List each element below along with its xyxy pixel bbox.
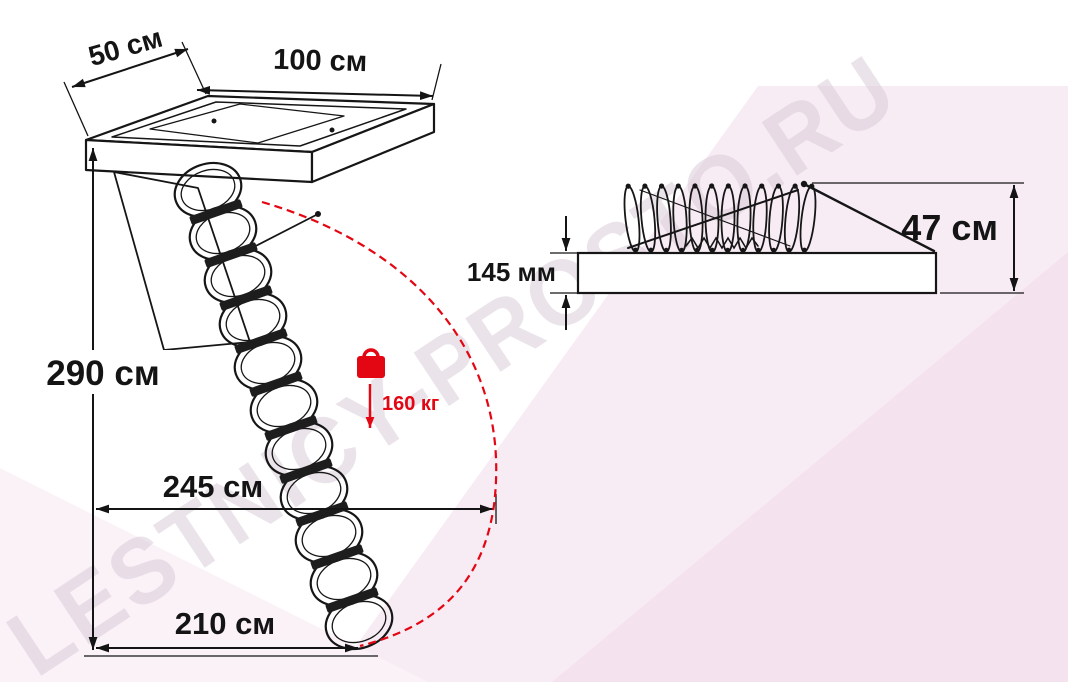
height-label: 290 см: [46, 354, 159, 393]
weight-handle: [362, 348, 380, 358]
tension-spring: [685, 236, 759, 250]
hatch-box: [84, 94, 436, 184]
dimension-box-thickness: 145 мм: [467, 216, 578, 330]
dimension-folded-height: 47 см: [812, 182, 1024, 294]
bg-facet-bottom-right: [552, 252, 1068, 682]
dimension-width: 100 см: [196, 44, 442, 101]
width-label: 100 см: [273, 44, 368, 78]
dimension-height: 290 см: [30, 148, 176, 650]
extension-line: [63, 81, 89, 137]
load-annotation: 160 кг: [261, 200, 498, 648]
fold-arm-pivot: [800, 180, 808, 188]
extension-line: [431, 63, 442, 101]
dimension-line: [71, 48, 189, 88]
hatch-box-side-view: [576, 251, 938, 295]
footprint-label: 210 см: [175, 606, 276, 641]
dimension-line: [196, 85, 434, 101]
swing-arc: [261, 200, 498, 648]
dimensions-side: 47 см 145 мм: [467, 182, 1024, 330]
dimension-footprint: 210 см: [84, 606, 378, 657]
hatch-opening-rim: [111, 101, 407, 147]
weight-body: [357, 356, 385, 378]
front-view: [84, 94, 436, 659]
ladder-step: [310, 543, 364, 571]
swing-label: 245 см: [163, 469, 264, 504]
label-backing: [30, 350, 176, 394]
side-view: [576, 180, 938, 295]
lid-hinge-dot: [211, 118, 217, 124]
fold-arm: [802, 182, 936, 253]
folded-height-label: 47 см: [901, 207, 998, 248]
background-pattern: [0, 86, 1068, 682]
bg-facet-bottom-left: [0, 468, 428, 682]
hatch-lid-open: [149, 103, 345, 144]
dimension-swing: 245 см: [96, 469, 497, 524]
hatch-box-side: [310, 102, 436, 184]
lid-hinge-dot: [329, 127, 335, 133]
max-load-label: 160 кг: [382, 393, 439, 415]
weight-icon: [357, 348, 385, 378]
depth-label: 50 см: [85, 22, 166, 73]
arm-pivot-dot: [315, 211, 321, 217]
ladder-step: [325, 586, 379, 614]
box-thickness-label: 145 мм: [467, 257, 556, 287]
folded-scissor-mechanism: [620, 180, 936, 254]
scissor-strut: [627, 189, 799, 249]
ladder-step: [249, 370, 303, 398]
